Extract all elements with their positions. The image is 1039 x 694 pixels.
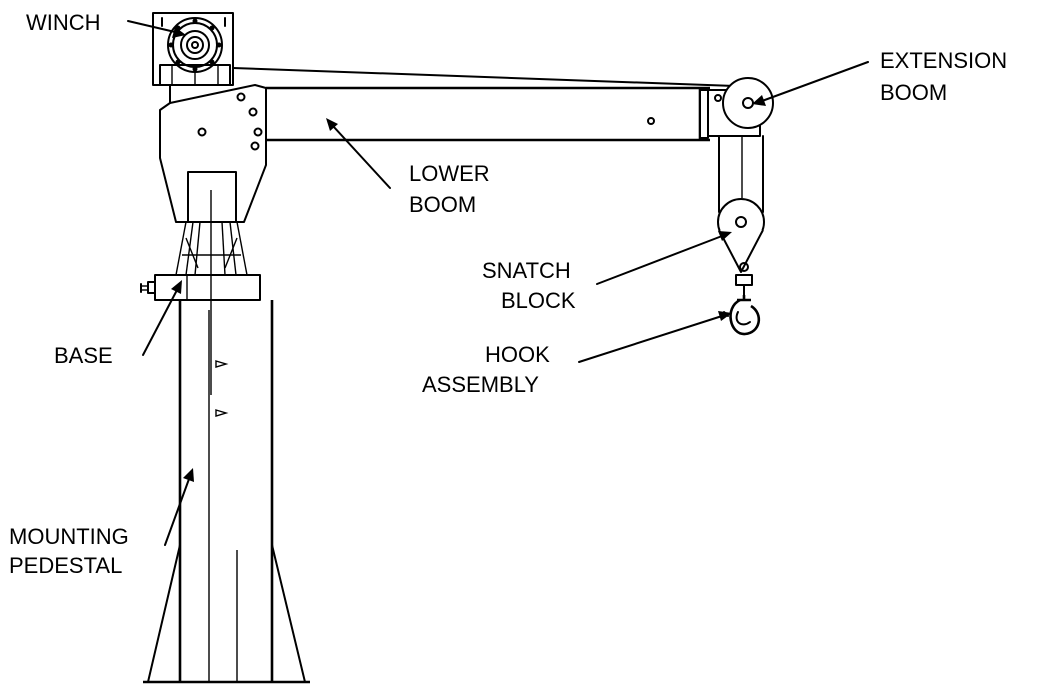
winch-bolts (168, 18, 222, 72)
label-extension-boom-line2: BOOM (880, 80, 947, 105)
label-snatch-block-line1: SNATCH (482, 258, 571, 283)
label-mounting-pedestal-line1: MOUNTING (9, 524, 129, 549)
mast-head-plate (159, 84, 267, 395)
hook-assembly (723, 284, 761, 336)
base (140, 221, 261, 301)
label-base: BASE (54, 343, 113, 368)
lower-boom (266, 86, 710, 142)
snatch-block (717, 135, 765, 286)
label-lower-boom-line1: LOWER (409, 161, 490, 186)
label-snatch-block-line2: BLOCK (501, 288, 576, 313)
callout-labels: WINCH EXTENSION BOOM LOWER BOOM SNATCH B… (9, 10, 1007, 578)
label-hook-assembly-line1: HOOK (485, 342, 550, 367)
extension-boom (699, 77, 774, 139)
label-winch: WINCH (26, 10, 101, 35)
mounting-pedestal (143, 300, 310, 684)
winch-cable (232, 67, 736, 87)
label-extension-boom-line1: EXTENSION (880, 48, 1007, 73)
label-lower-boom-line2: BOOM (409, 192, 476, 217)
label-mounting-pedestal-line2: PEDESTAL (9, 553, 122, 578)
leader-lines (127, 20, 869, 546)
winch (152, 12, 234, 104)
label-hook-assembly-line2: ASSEMBLY (422, 372, 539, 397)
